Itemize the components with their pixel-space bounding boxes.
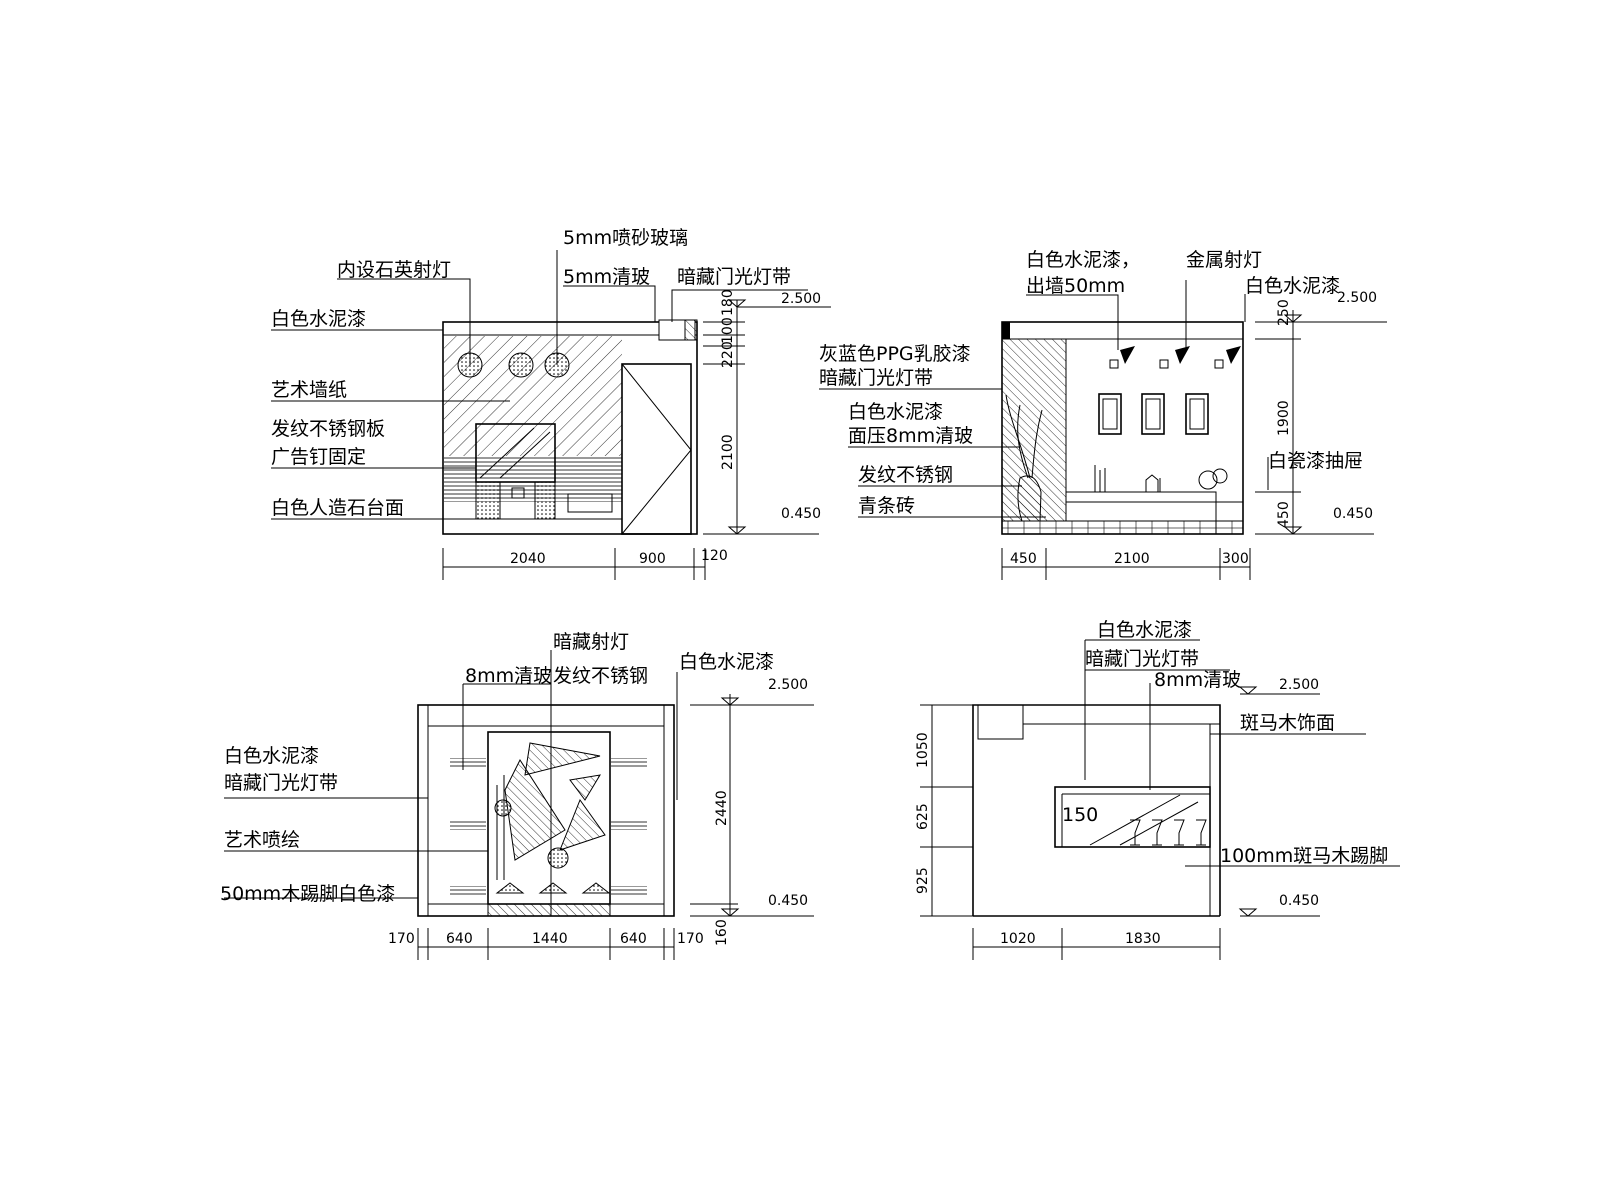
e4-dim-625: 625 (915, 803, 931, 830)
e1-wall-outline (442, 321, 698, 535)
e1-label-hidden-light: 暗藏门光灯带 (677, 266, 791, 288)
e2-label-hidden-light: 暗藏门光灯带 (819, 367, 933, 389)
e1-label-stainless: 发纹不锈钢板 (271, 418, 385, 440)
e1-label-fixing: 广告钉固定 (271, 446, 366, 468)
e2-dim-300h: 300 (1222, 551, 1249, 567)
e2-elev-top: 2.500 (1337, 290, 1377, 306)
e1-spotlights (457, 352, 570, 378)
e2-dim-450h: 450 (1010, 551, 1037, 567)
e2-label-white-paint-2: 白色水泥漆 (1245, 275, 1340, 297)
e4-dim-1020: 1020 (1000, 931, 1036, 947)
e1-label-countertop: 白色人造石台面 (271, 497, 404, 519)
elevation-2: 白色水泥漆， 出墙50mm 金属射灯 白色水泥漆 灰蓝色PPG乳胶漆 暗藏门光灯… (819, 249, 1387, 580)
e1-label-clear-glass: 5mm清玻 (563, 266, 650, 288)
e4-label-skirting: 100mm斑马木踢脚 (1220, 845, 1388, 867)
e3-dim-170-right: 170 (677, 931, 704, 947)
e3-dim-1440: 1440 (532, 931, 568, 947)
e2-dim-250: 250 (1276, 299, 1292, 326)
e2-elev-bottom: 0.450 (1333, 506, 1373, 522)
e3-horizontal-dims (417, 928, 675, 960)
e1-vertical-dims (703, 299, 831, 535)
e4-shelf (1054, 786, 1211, 848)
e1-dim-120: 120 (701, 548, 728, 564)
e3-label-stainless: 发纹不锈钢 (553, 665, 648, 687)
e2-brick-base (1001, 520, 1244, 535)
e2-label-glass-top: 面压8mm清玻 (848, 425, 973, 447)
e2-label-stainless: 发纹不锈钢 (858, 464, 953, 486)
e1-dim-220: 220 (720, 341, 736, 368)
e2-pictures (1098, 393, 1209, 435)
e1-label-sandblast-glass: 5mm喷砂玻璃 (563, 227, 688, 249)
e2-dim-450: 450 (1276, 501, 1292, 528)
elevation-1: 5mm喷砂玻璃 内设石英射灯 5mm清玻 暗藏门光灯带 白色水泥漆 艺术墙纸 发… (271, 227, 831, 580)
e2-label-ppg: 灰蓝色PPG乳胶漆 (819, 343, 971, 365)
e2-label-drawer: 白瓷漆抽屉 (1268, 450, 1363, 472)
e4-horizontal-dims (972, 928, 1221, 960)
e4-leaders (1084, 639, 1400, 867)
e3-dim-160: 160 (714, 919, 730, 946)
e4-elev-bottom: 0.450 (1279, 893, 1319, 909)
e3-label-clear-glass: 8mm清玻 (465, 665, 552, 687)
e2-dim-2100h: 2100 (1114, 551, 1150, 567)
e3-label-skirting: 50mm木踢脚白色漆 (220, 883, 395, 905)
e1-horizontal-dims (442, 548, 706, 580)
e4-dim-925: 925 (915, 867, 931, 894)
e1-door (621, 363, 692, 535)
e1-dim-100: 100 (720, 317, 736, 344)
e4-dim-1050: 1050 (915, 732, 931, 768)
e4-glasses (1130, 819, 1207, 846)
e2-label-protrude: 出墙50mm (1026, 275, 1125, 297)
e3-dim-640-right: 640 (620, 931, 647, 947)
e2-dim-1900: 1900 (1276, 400, 1292, 436)
e4-dim-1830: 1830 (1125, 931, 1161, 947)
e3-label-art-painting: 艺术喷绘 (224, 829, 300, 851)
e4-label-clear-glass: 8mm清玻 (1154, 669, 1241, 691)
e3-elev-bottom: 0.450 (768, 893, 808, 909)
e4-label-zebrawood: 斑马木饰面 (1240, 712, 1335, 734)
e1-leaders (271, 250, 808, 520)
e4-wall-outline (972, 704, 1221, 916)
e1-dim-2040: 2040 (510, 551, 546, 567)
e2-leaders (819, 280, 1269, 518)
e3-label-hidden-spot: 暗藏射灯 (553, 631, 629, 653)
e2-vase (1017, 475, 1042, 522)
e4-label-hidden-light: 暗藏门光灯带 (1085, 648, 1199, 670)
e2-label-white-paint: 白色水泥漆， (1026, 249, 1140, 271)
e4-label-150: 150 (1062, 804, 1098, 826)
e1-dim-180: 180 (720, 289, 736, 316)
e2-label-brick: 青条砖 (858, 495, 915, 517)
e1-elev-top: 2.500 (781, 291, 821, 307)
e4-elev-top: 2.500 (1279, 677, 1319, 693)
e3-elev-top: 2.500 (768, 677, 808, 693)
e2-vertical-dims (1255, 310, 1387, 535)
e4-vertical-dims (920, 686, 1320, 917)
e3-label-white-paint-2: 白色水泥漆 (224, 745, 319, 767)
e2-horizontal-dims (1001, 548, 1251, 580)
elevation-3: 暗藏射灯 8mm清玻 发纹不锈钢 白色水泥漆 白色水泥漆 暗藏门光灯带 艺术喷绘… (220, 631, 814, 960)
elevation-4: 白色水泥漆 暗藏门光灯带 8mm清玻 斑马木饰面 150 100mm斑马木踢脚 … (915, 619, 1400, 960)
e3-dim-2440: 2440 (714, 790, 730, 826)
e1-label-quartz-spotlight: 内设石英射灯 (337, 259, 451, 281)
e3-label-white-paint: 白色水泥漆 (679, 651, 774, 673)
e1-dim-2100: 2100 (720, 434, 736, 470)
e3-dim-640-left: 640 (446, 931, 473, 947)
e3-dim-170-left: 170 (388, 931, 415, 947)
e1-stainless-panel (444, 456, 622, 502)
e2-label-white-paint-3: 白色水泥漆 (848, 401, 943, 423)
e1-elev-bottom: 0.450 (781, 506, 821, 522)
e3-leaders (224, 650, 678, 916)
e4-label-white-paint: 白色水泥漆 (1097, 619, 1192, 641)
e3-vertical-dims (690, 694, 814, 917)
e3-light-bars (450, 758, 647, 896)
e1-dim-900: 900 (639, 551, 666, 567)
e2-spotlights (1109, 346, 1241, 369)
e1-label-white-paint: 白色水泥漆 (271, 308, 366, 330)
e3-floor-spots (495, 882, 611, 894)
e2-label-metal-spot: 金属射灯 (1186, 249, 1262, 271)
e3-label-hidden-light: 暗藏门光灯带 (224, 772, 338, 794)
e1-label-wallpaper: 艺术墙纸 (271, 379, 347, 401)
